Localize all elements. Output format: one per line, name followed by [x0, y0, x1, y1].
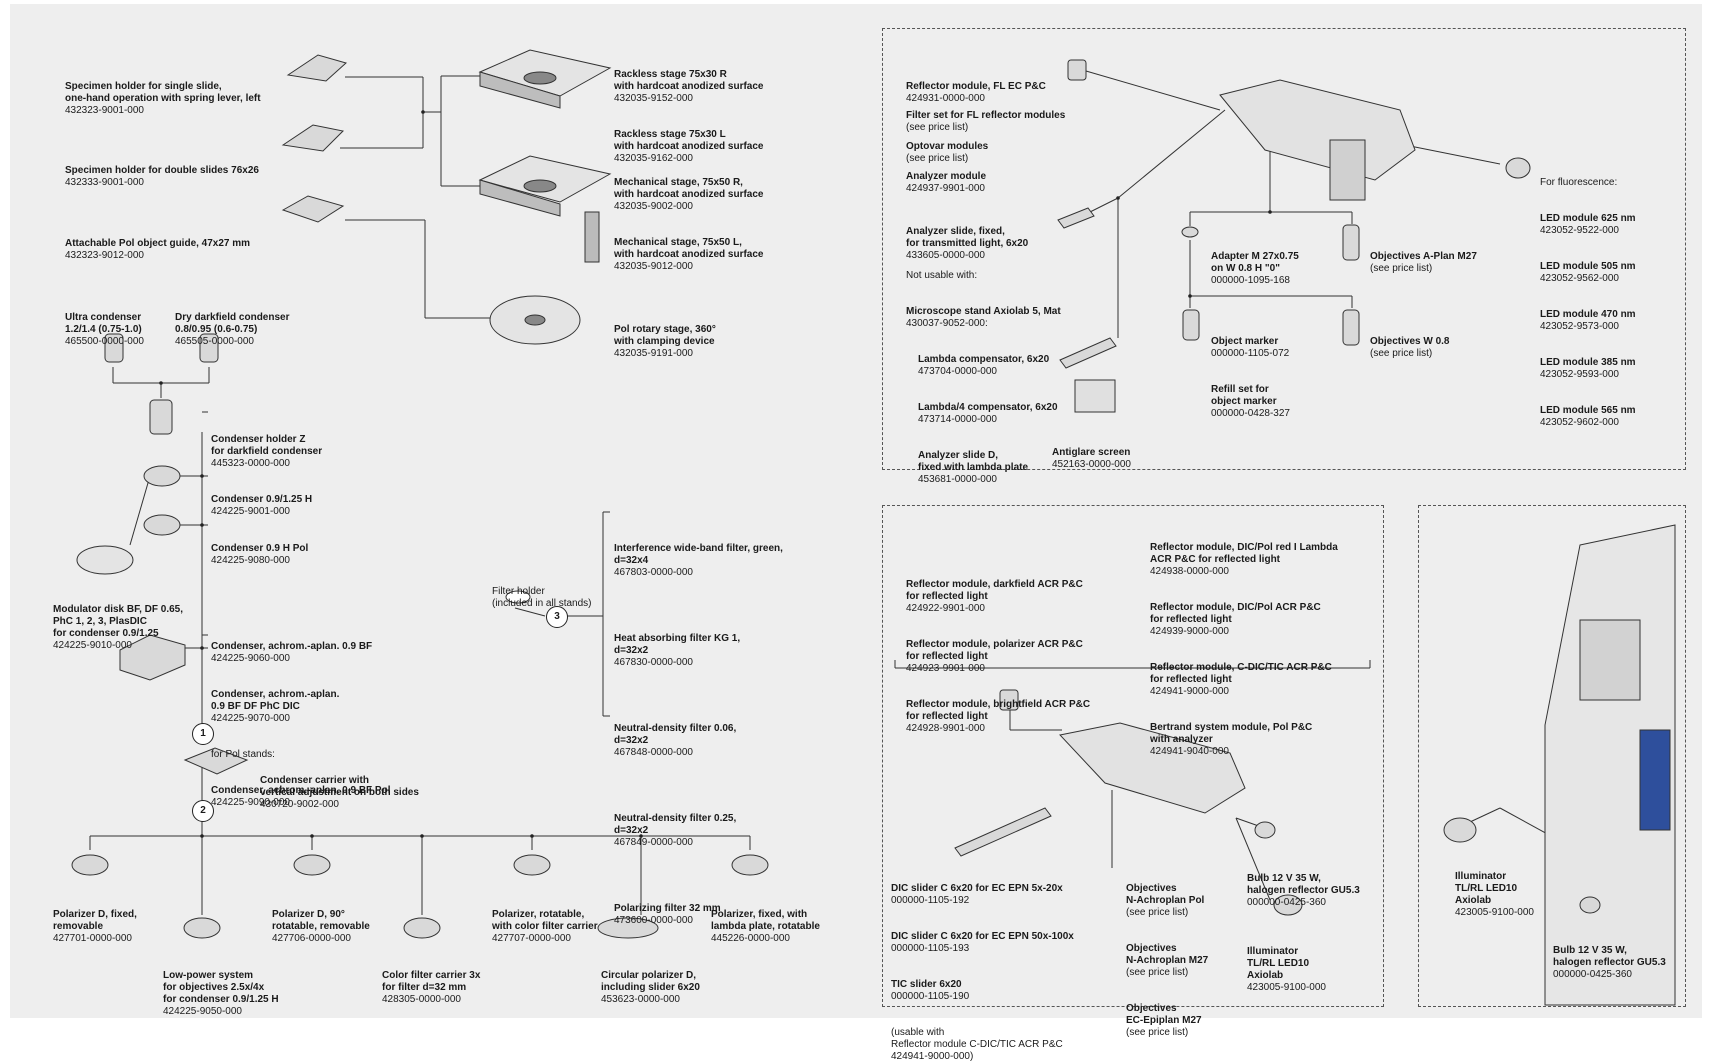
marker-3: 3: [546, 606, 568, 628]
label-objectives-mid: Objectives N-Achroplan Pol(see price lis…: [1126, 883, 1209, 1038]
label-not-usable: Not usable with: Microscope stand Axiola…: [906, 270, 1061, 485]
label-dry-darkfield-condenser: Dry darkfield condenser 0.8/0.95 (0.6-0.…: [175, 312, 290, 347]
component-drawings: [71, 49, 1676, 1006]
label-polarizer-rotatable-color: Polarizer, rotatable, with color filter …: [492, 909, 598, 944]
connector-lines: [71, 49, 1676, 1006]
panel-reflected-fluorescence: [882, 28, 1686, 470]
label-adapter: Adapter M 27x0.75 on W 0.8 H "0"000000-1…: [1211, 251, 1299, 286]
marker-2: 2: [192, 800, 214, 822]
label-objectives-aplan: Objectives A-Plan M27(see price list): [1370, 251, 1477, 274]
label-low-power-system: Low-power system for objectives 2.5x/4x …: [163, 970, 279, 1017]
label-optovar: Optovar modules(see price list): [906, 141, 989, 164]
label-condenser-carrier: Condenser carrier with vertical adjustme…: [260, 775, 419, 810]
marker-1: 1: [192, 723, 214, 745]
label-specimen-holder-single: Specimen holder for single slide, one-ha…: [65, 81, 261, 116]
label-objectives-w08: Objectives W 0.8(see price list): [1370, 336, 1450, 359]
label-modulator-disk: Modulator disk BF, DF 0.65, PhC 1, 2, 3,…: [53, 604, 184, 651]
label-circular-polarizer: Circular polarizer D, including slider 6…: [601, 970, 700, 1005]
diagram-background: [10, 4, 1702, 1018]
label-reflector-modules-left: Reflector module, darkfield ACR P&C for …: [906, 579, 1091, 734]
panel-reflected-light-modules: [882, 505, 1384, 1007]
label-analyzer-slide: Analyzer slide, fixed, for transmitted l…: [906, 226, 1029, 261]
label-rackless-stage: Rackless stage 75x30 R with hardcoat ano…: [614, 69, 764, 164]
label-filter-set: Filter set for FL reflector modules(see …: [906, 110, 1066, 133]
label-reflector-modules-right: Reflector module, DIC/Pol red I Lambda A…: [1150, 542, 1338, 757]
panel-stand-illuminator: [1418, 505, 1686, 1007]
label-mechanical-stage: Mechanical stage, 75x50 R, with hardcoat…: [614, 177, 764, 272]
label-ultra-condenser: Ultra condenser 1.2/1.4 (0.75-1.0)465500…: [65, 312, 144, 347]
label-filters-list: Interference wide-band filter, green, d=…: [614, 543, 783, 926]
label-condenser-holder-z: Condenser holder Z for darkfield condens…: [211, 434, 323, 469]
label-polarizer-lambda: Polarizer, fixed, with lambda plate, rot…: [711, 909, 820, 944]
label-color-filter-carrier: Color filter carrier 3x for filter d=32 …: [382, 970, 481, 1005]
label-filter-holder: Filter holder (included in all stands): [492, 586, 592, 609]
label-pol-rotary-stage: Pol rotary stage, 360° with clamping dev…: [614, 324, 716, 359]
